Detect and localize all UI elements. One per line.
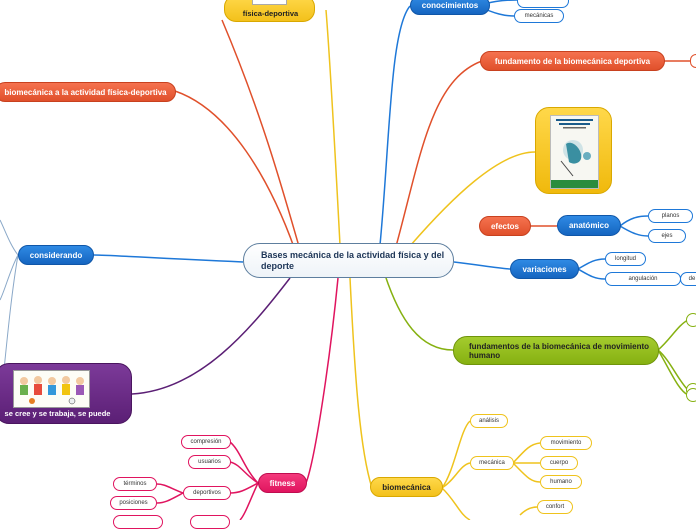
topic-anatomico[interactable]: anatómico	[557, 215, 621, 236]
topic-conocimientos[interactable]: conocimientos	[410, 0, 490, 15]
subtopic-empty[interactable]	[517, 0, 569, 8]
topic-considerando[interactable]: considerando	[18, 245, 94, 265]
topic-fisica-deportiva[interactable]: física-deportiva	[224, 0, 315, 22]
subtopic-pink-cut-1[interactable]	[113, 515, 163, 529]
document-thumbnail	[252, 0, 287, 5]
subtopic-terminos[interactable]: términos	[113, 477, 157, 491]
subtopic-confort[interactable]: confort	[537, 500, 573, 514]
kids-caption: se cree y se trabaja, se puede	[0, 409, 119, 418]
subtopic-longitud[interactable]: longitud	[605, 252, 646, 266]
topic-se-cree-image[interactable]: se cree y se trabaja, se puede	[0, 363, 132, 424]
subtopic-green-3[interactable]	[686, 388, 696, 402]
kids-sports-image	[13, 370, 90, 408]
subtopic-compresion[interactable]: compresión	[181, 435, 231, 449]
subtopic-deportivos[interactable]: deportivos	[183, 486, 231, 500]
subtopic-cut[interactable]	[690, 54, 696, 68]
subtopic-cuerpo[interactable]: cuerpo	[540, 456, 578, 470]
subtopic-posiciones[interactable]: posiciones	[110, 496, 157, 510]
subtopic-mecanicas[interactable]: mecánicas	[514, 9, 564, 23]
central-topic[interactable]: Bases mecánica de la actividad física y …	[243, 243, 454, 278]
subtopic-planos[interactable]: planos	[648, 209, 693, 223]
central-topic-label: Bases mecánica de la actividad física y …	[261, 250, 453, 272]
topic-efectos[interactable]: efectos	[479, 216, 531, 236]
subtopic-movimiento[interactable]: movimiento	[540, 436, 592, 450]
subtopic-green-1[interactable]	[686, 313, 696, 327]
topic-label: física-deportiva	[225, 9, 315, 19]
subtopic-pink-cut-2[interactable]	[190, 515, 230, 529]
subtopic-angulacion[interactable]: angulación	[605, 272, 681, 286]
subtopic-de[interactable]: de	[680, 272, 696, 286]
subtopic-mecanica[interactable]: mecánica	[470, 456, 514, 470]
subtopic-analisis[interactable]: análisis	[470, 414, 508, 428]
topic-biomecanica[interactable]: biomecánica	[370, 477, 443, 497]
subtopic-usuarios[interactable]: usuarios	[188, 455, 231, 469]
topic-variaciones[interactable]: variaciones	[510, 259, 579, 279]
topic-fitness[interactable]: fitness	[258, 473, 307, 493]
subtopic-ejes[interactable]: ejes	[648, 229, 686, 243]
topic-biomecanica-actividad[interactable]: biomecánica a la actividad física-deport…	[0, 82, 176, 102]
book-image-node[interactable]	[535, 107, 612, 194]
topic-fundamento-biomecanica[interactable]: fundamento de la biomecánica deportiva	[480, 51, 665, 71]
topic-fundamentos-movimiento[interactable]: fundamentos de la biomecánica de movimie…	[453, 336, 659, 365]
book-cover-image	[550, 115, 599, 189]
subtopic-humano[interactable]: humano	[540, 475, 582, 489]
